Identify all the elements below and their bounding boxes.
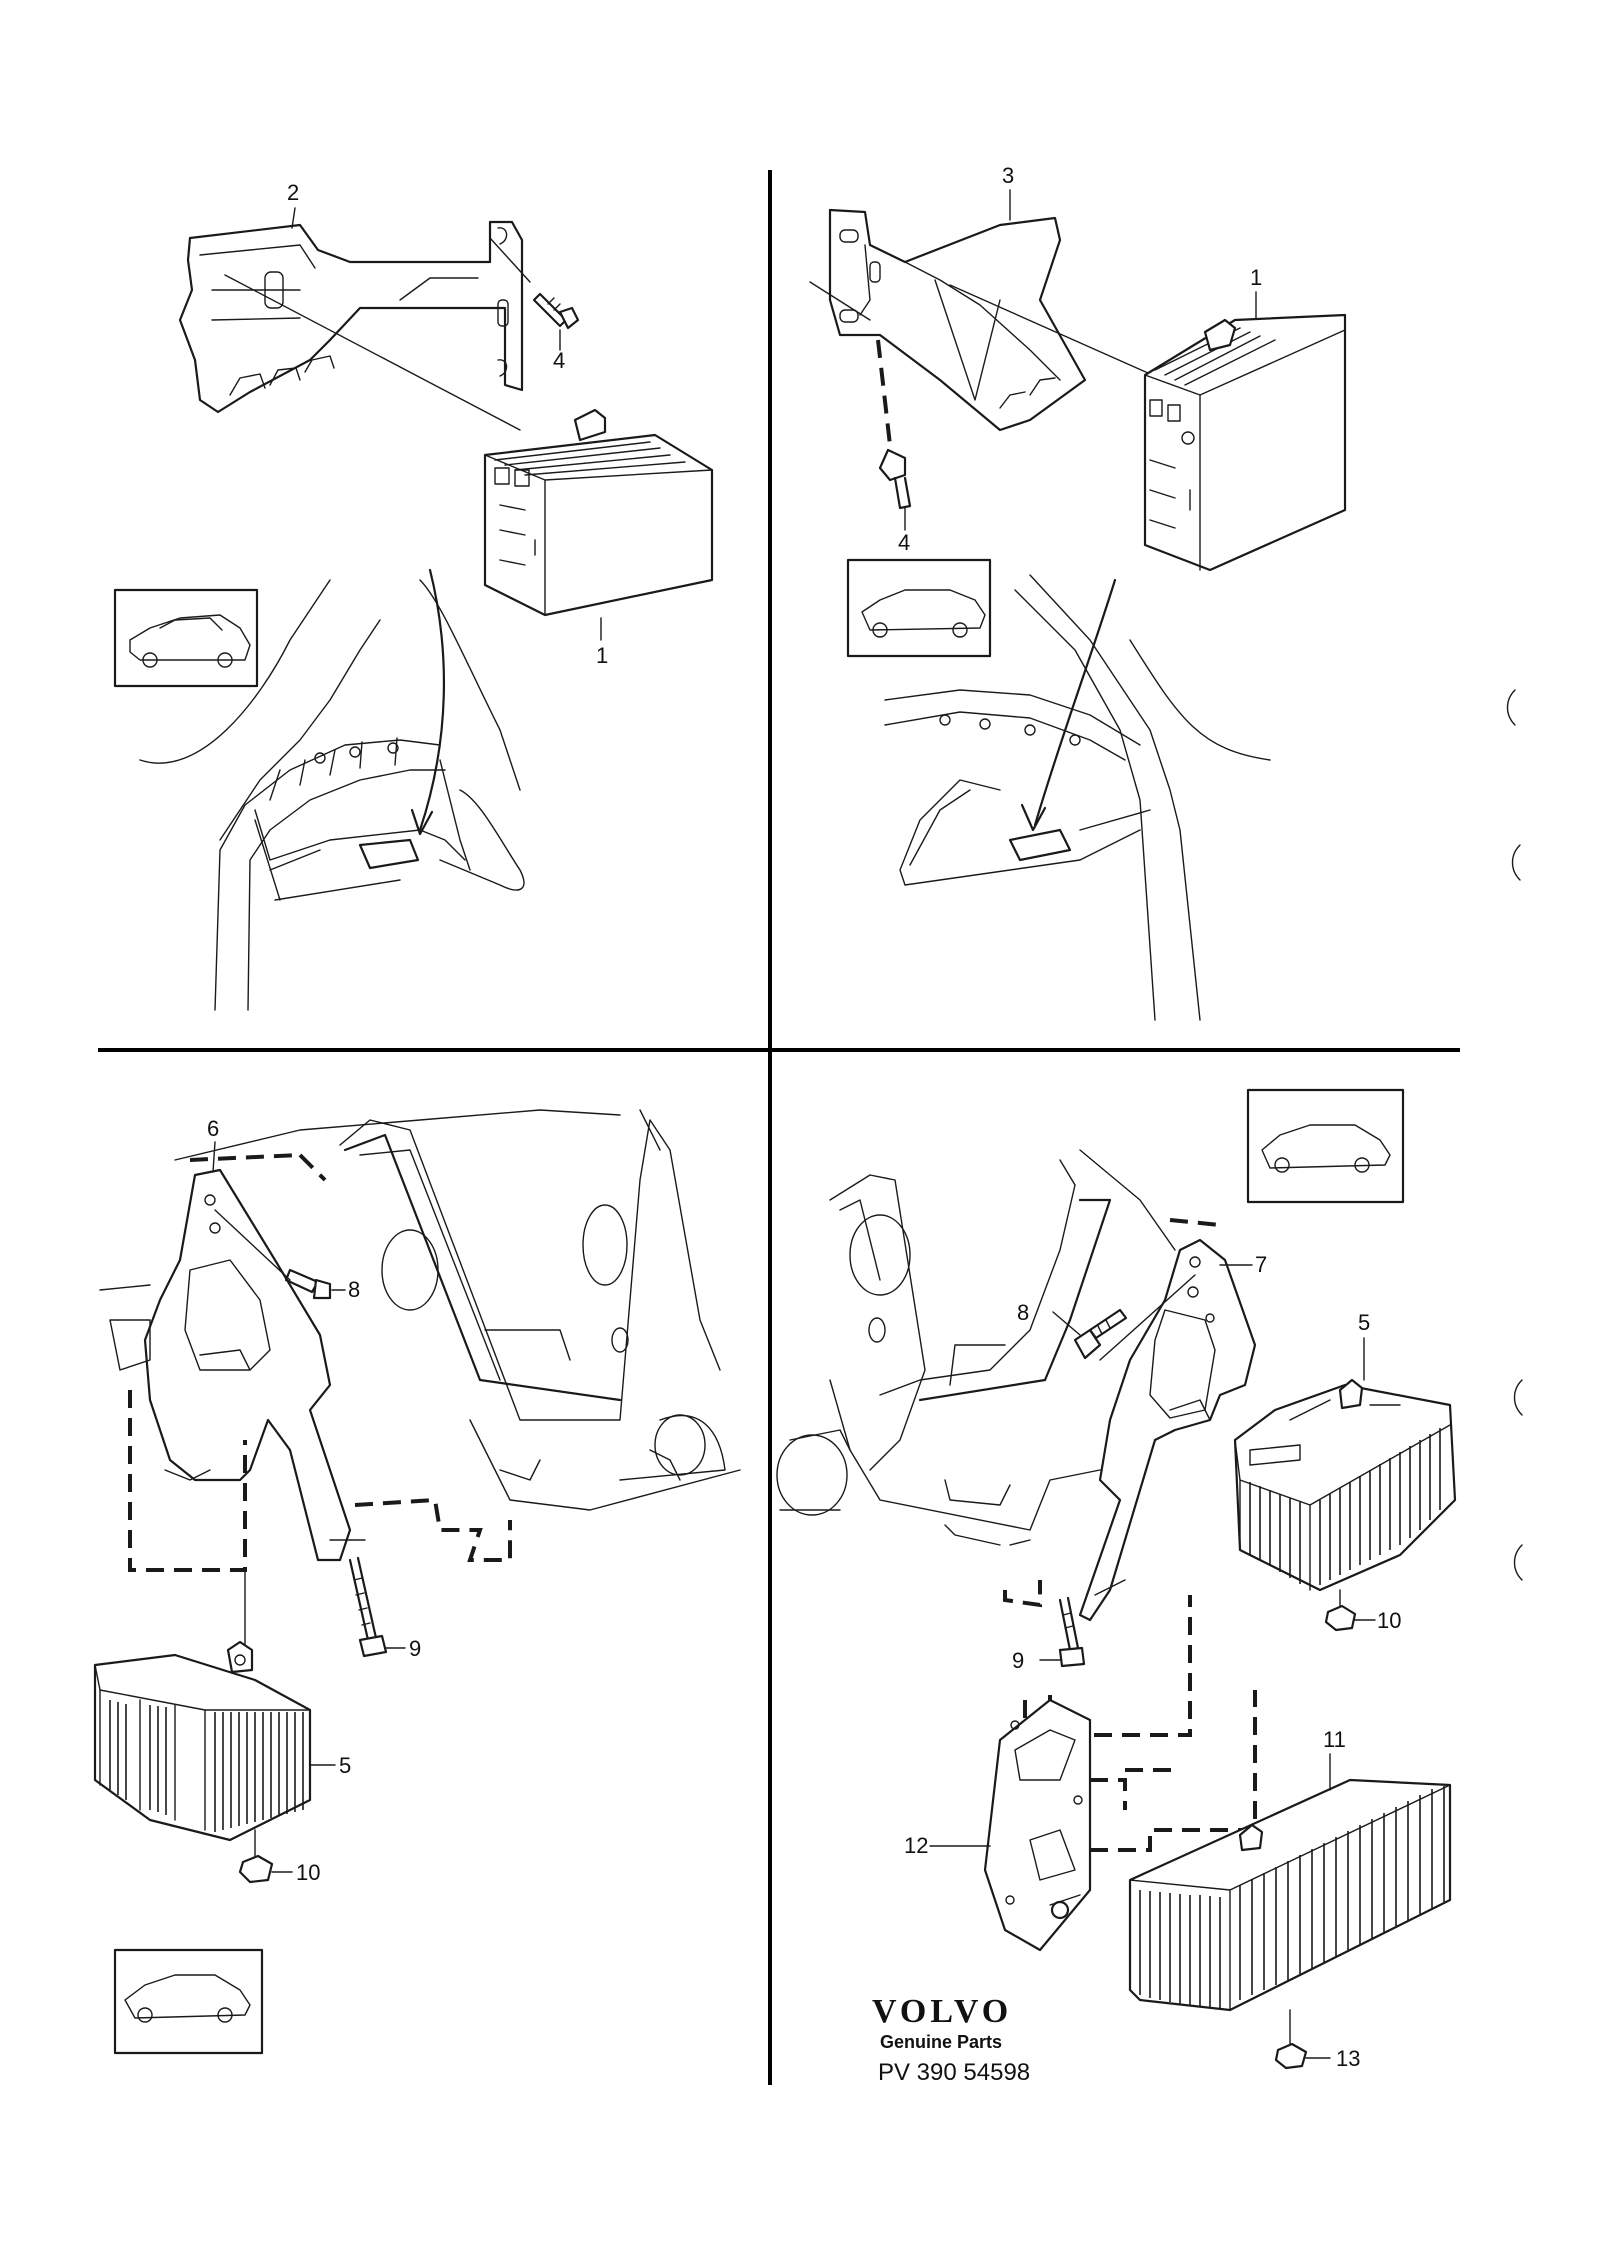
quadrant-bottom-left: 6 8 9 5 10 xyxy=(93,1109,741,2055)
callout-label-2: 2 xyxy=(287,180,299,205)
callout-label-6: 6 xyxy=(207,1116,219,1141)
callout-label-7: 7 xyxy=(1255,1252,1267,1277)
vehicle-body-section xyxy=(139,568,525,1011)
control-unit-part-5 xyxy=(93,1640,312,1842)
vehicle-frame-section xyxy=(776,1149,1176,1546)
callout-label-1: 1 xyxy=(596,643,608,668)
callout-label-4: 4 xyxy=(898,530,910,555)
control-unit-part-11 xyxy=(1128,1778,1452,2012)
control-unit-part-1 xyxy=(483,408,714,617)
bracket-part-6 xyxy=(109,1168,366,1562)
volvo-logo: VOLVO xyxy=(872,1993,1012,2030)
car-silhouette-icon xyxy=(846,558,992,658)
callout-label-13: 13 xyxy=(1336,2046,1360,2071)
car-silhouette-icon xyxy=(113,1948,264,2055)
screw-part-9 xyxy=(1039,1596,1086,1668)
part-catalog-code: PV 390 54598 xyxy=(878,2059,1030,2086)
quadrant-top-right: 3 1 4 xyxy=(809,163,1347,1021)
car-silhouette-icon xyxy=(113,588,259,688)
car-silhouette-icon xyxy=(1246,1088,1405,1204)
quadrant-bottom-right: 7 8 5 10 9 11 12 13 xyxy=(776,1088,1457,2071)
control-unit-part-1 xyxy=(1143,313,1347,572)
callout-label-3: 3 xyxy=(1002,163,1014,188)
nut-part-13 xyxy=(1274,2009,1331,2070)
quadrant-top-left: 2 4 1 xyxy=(113,180,714,1011)
mounting-plate-part-12 xyxy=(983,1698,1092,1952)
control-unit-part-5 xyxy=(1233,1378,1457,1592)
callout-label-8: 8 xyxy=(348,1277,360,1302)
bolt-part-4 xyxy=(878,448,912,531)
vehicle-body-section xyxy=(884,574,1271,1021)
callout-label-9: 9 xyxy=(1012,1648,1024,1673)
nut-part-10 xyxy=(238,1829,293,1884)
callout-label-8: 8 xyxy=(1017,1300,1029,1325)
bolt-part-8 xyxy=(284,1268,346,1300)
bolt-part-8 xyxy=(1052,1308,1128,1360)
callout-label-4: 4 xyxy=(553,348,565,373)
callout-label-9: 9 xyxy=(409,1636,421,1661)
bracket-part-7 xyxy=(1078,1238,1257,1622)
nut-part-10 xyxy=(1324,1589,1376,1632)
callout-label-10: 10 xyxy=(296,1860,320,1885)
bolt-part-4 xyxy=(489,237,580,351)
bracket-part-3 xyxy=(809,208,1087,432)
callout-label-10: 10 xyxy=(1377,1608,1401,1633)
branding-block: VOLVO Genuine Parts PV 390 54598 xyxy=(872,1993,1030,2086)
bracket-part-2 xyxy=(178,220,524,414)
genuine-parts-label: Genuine Parts xyxy=(880,2032,1002,2052)
callout-label-5: 5 xyxy=(1358,1310,1370,1335)
callout-label-5: 5 xyxy=(339,1753,351,1778)
callout-label-12: 12 xyxy=(904,1833,928,1858)
callout-label-1: 1 xyxy=(1250,265,1262,290)
vehicle-frame-section xyxy=(99,1109,741,1511)
screw-part-9 xyxy=(348,1556,406,1658)
margin-marks xyxy=(1506,689,1523,1581)
callout-label-11: 11 xyxy=(1323,1727,1346,1752)
